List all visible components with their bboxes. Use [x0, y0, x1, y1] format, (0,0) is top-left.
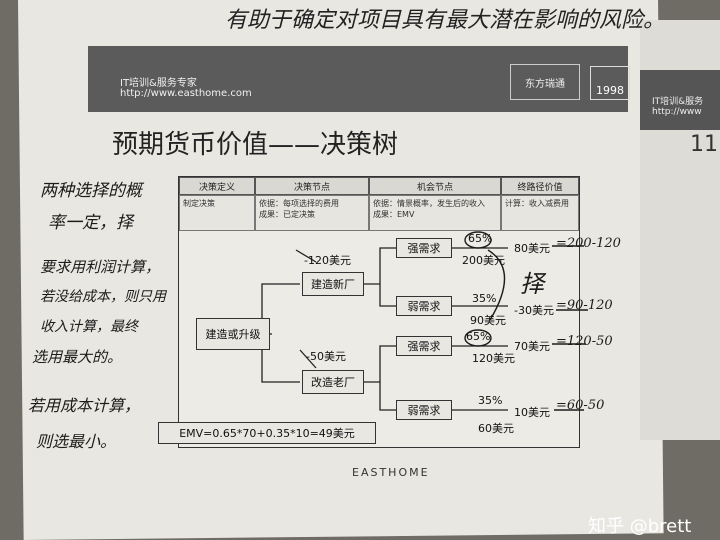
next-page-banner-text: IT培训&服务 http://www [652, 94, 703, 117]
handwritten-top-note: 有助于确定对项目具有最大潜在影响的风险。 [225, 8, 666, 33]
hand-note-4: 若没给成本，则只用 [40, 289, 166, 305]
prob-strong-a: 65% [468, 232, 493, 245]
page-number: 11 [690, 132, 718, 157]
strong-demand-a-box: 强需求 [396, 238, 452, 258]
end-value-3: 70美元 [514, 340, 550, 353]
rev-strong-b: 120美元 [472, 352, 515, 365]
hand-note-8: 则选最小。 [36, 432, 117, 451]
banner-url: http://www.easthome.com [120, 88, 252, 99]
upgrade-plant-cost: -50美元 [306, 350, 346, 363]
rev-strong-a: 200美元 [462, 254, 505, 267]
end-value-1: 80美元 [514, 242, 550, 255]
slide-footer: EASTHOME [352, 466, 430, 479]
company-logo: 东方瑞通 [510, 64, 580, 100]
hand-note-2: 率一定，择 [48, 213, 133, 233]
prob-weak-b: 35% [478, 394, 503, 407]
header-chance-node: 机会节点 [369, 177, 501, 195]
prob-strong-b: 65% [466, 330, 491, 343]
header-decision-node: 决策节点 [255, 177, 369, 195]
hand-choose-mark: 择 [520, 270, 544, 298]
end-value-4: 10美元 [514, 406, 550, 419]
slide-banner [88, 46, 628, 112]
header-decision-definition: 决策定义 [179, 177, 255, 195]
rev-weak-a: 90美元 [470, 314, 506, 327]
hand-calc-3: =120-50 [556, 334, 613, 349]
prob-weak-a: 35% [472, 292, 497, 305]
option-upgrade-plant-box: 改造老厂 [302, 370, 364, 394]
since-badge: 1998 [590, 66, 630, 100]
row-make-decision: 制定决策 [179, 195, 255, 231]
banner-tagline: IT培训&服务专家 [120, 78, 197, 89]
option-new-plant-box: 建造新厂 [302, 272, 364, 296]
next-page: IT培训&服务 http://www [640, 20, 720, 440]
strong-demand-b-box: 强需求 [396, 336, 452, 356]
row-decision-basis: 依据：每项选择的费用 成果：已定决策 [255, 195, 369, 231]
row-path-calc: 计算：收入减费用 [501, 195, 579, 231]
hand-calc-4: =60-50 [556, 398, 605, 413]
hand-calc-2: =90-120 [556, 298, 613, 313]
next-page-banner [640, 70, 720, 130]
hand-note-5: 收入计算，最终 [40, 319, 138, 335]
header-path-value: 终路径价值 [501, 177, 579, 195]
hand-calc-1: =200-120 [556, 236, 621, 251]
end-value-2: -30美元 [514, 304, 554, 317]
rev-weak-b: 60美元 [478, 422, 514, 435]
next-page-line1: IT培训&服务 [652, 97, 704, 107]
row-chance-basis: 依据：情景概率，发生后的收入 成果：EMV [369, 195, 501, 231]
weak-demand-b-box: 弱需求 [396, 400, 452, 420]
new-plant-cost: -120美元 [304, 254, 351, 267]
hand-note-7: 若用成本计算， [28, 396, 141, 415]
slide-title: 预期货币价值——决策树 [112, 130, 399, 160]
decision-tree-diagram: 决策定义 决策节点 机会节点 终路径价值 制定决策 依据：每项选择的费用 成果：… [178, 176, 580, 448]
weak-demand-a-box: 弱需求 [396, 296, 452, 316]
zhihu-watermark: 知乎 @brett [588, 516, 692, 537]
emv-formula-box: EMV=0.65*70+0.35*10=49美元 [158, 422, 376, 444]
hand-note-3: 要求用利润计算， [40, 258, 161, 276]
hand-note-1: 两种选择的概 [40, 181, 142, 201]
root-decision-box: 建造或升级 [196, 318, 270, 350]
next-page-line2: http://www [652, 107, 702, 117]
hand-note-6: 选用最大的。 [32, 348, 123, 366]
